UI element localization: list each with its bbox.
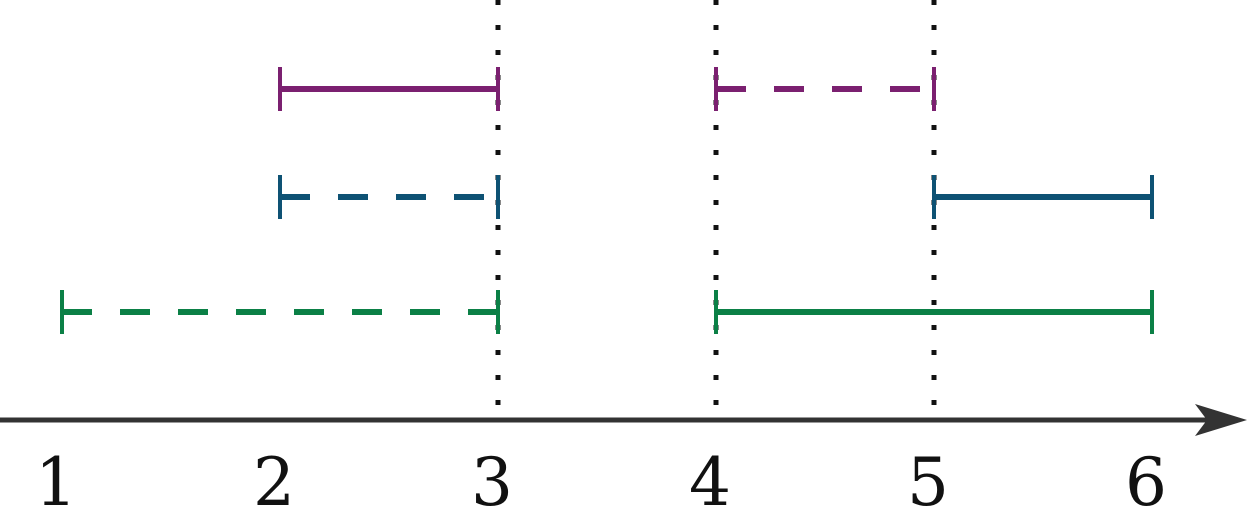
tick-label-6: 6 (1125, 444, 1167, 507)
number-axis (0, 404, 1247, 436)
axis-arrowhead (1195, 404, 1247, 436)
tick-label-3: 3 (471, 444, 513, 507)
tick-label-4: 4 (689, 444, 731, 507)
marker-lines (495, 0, 937, 412)
interval-row1-solid-2-3 (278, 67, 500, 111)
interval-segments (60, 67, 1154, 334)
tick-label-1: 1 (35, 444, 77, 507)
interval-row2-dashed-2-3 (278, 175, 500, 219)
interval-row3-solid-4-6 (714, 290, 1154, 334)
tick-labels: 1 2 3 4 5 6 (35, 444, 1167, 507)
tick-label-2: 2 (253, 444, 295, 507)
interval-row2-solid-5-6 (932, 175, 1154, 219)
interval-row3-dashed-1-3 (60, 290, 500, 334)
interval-row1-dashed-4-5 (714, 67, 936, 111)
tick-label-5: 5 (907, 444, 949, 507)
